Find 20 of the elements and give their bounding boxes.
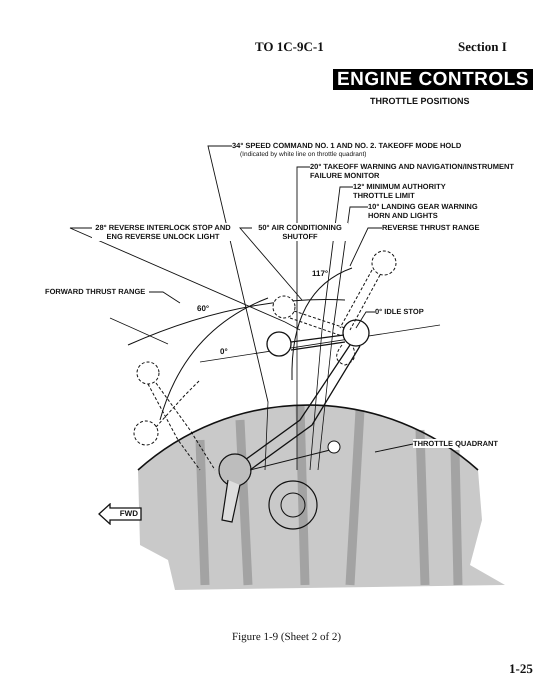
leader-line xyxy=(350,228,382,266)
leader-line xyxy=(322,186,354,330)
page-header: 1-25 xyxy=(509,660,533,678)
direction-arrow xyxy=(98,503,142,525)
leader-line xyxy=(356,312,376,328)
page-header: Section I xyxy=(458,38,507,56)
leader-line xyxy=(296,166,310,330)
section-title: ENGINE CONTROLS xyxy=(333,69,533,90)
subtitle: THROTTLE POSITIONS xyxy=(370,95,470,108)
leader-line xyxy=(207,146,268,402)
leader-line xyxy=(148,292,180,304)
leader-line xyxy=(70,228,286,322)
figure-caption: Figure 1-9 (Sheet 2 of 2) xyxy=(232,630,342,645)
page-header: TO 1C-9C-1 xyxy=(255,38,324,56)
leader-line xyxy=(239,228,302,300)
leader-line xyxy=(374,444,414,452)
angle-label: 117° xyxy=(312,268,328,280)
angle-label: 0° xyxy=(220,346,228,358)
arrow-label: FWD xyxy=(120,508,138,520)
angle-label: 60° xyxy=(197,303,210,315)
